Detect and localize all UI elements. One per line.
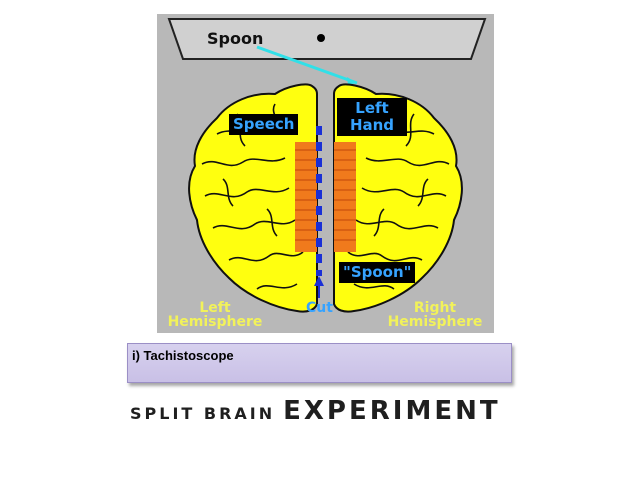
- left-hand-label-text: Left Hand: [349, 99, 395, 134]
- visual-path-line: [256, 45, 358, 85]
- left-hand-label: Left Hand: [337, 98, 407, 136]
- left-hemisphere-label: Left Hemisphere: [167, 300, 263, 330]
- caption-box: i) Tachistoscope: [127, 343, 512, 383]
- speech-label: Speech: [229, 114, 299, 135]
- split-brain-diagram: Spoon: [157, 14, 494, 333]
- brain-illustration: Spoon: [167, 18, 487, 316]
- corpus-callosum: [295, 142, 356, 252]
- caption-text: i) Tachistoscope: [132, 348, 234, 363]
- cut-arrowhead: [314, 276, 324, 286]
- right-gyri: [347, 113, 450, 290]
- screen-word: Spoon: [207, 29, 263, 48]
- visual-path-arrowhead: [347, 77, 357, 85]
- cut-label: Cut: [306, 300, 333, 316]
- title-main: EXPERIMENT: [283, 396, 501, 426]
- right-hemisphere-label: Right Hemisphere: [387, 300, 483, 330]
- tachistoscope-screen: [167, 18, 487, 60]
- speech-label-text: Speech: [233, 115, 295, 133]
- title-prefix: SPLIT BRAIN: [130, 404, 276, 423]
- slide-title: SPLIT BRAIN EXPERIMENT: [130, 396, 501, 426]
- spoon-quote-label: "Spoon": [339, 262, 416, 283]
- spoon-quote-label-text: "Spoon": [343, 263, 412, 281]
- fixation-dot: [317, 34, 325, 42]
